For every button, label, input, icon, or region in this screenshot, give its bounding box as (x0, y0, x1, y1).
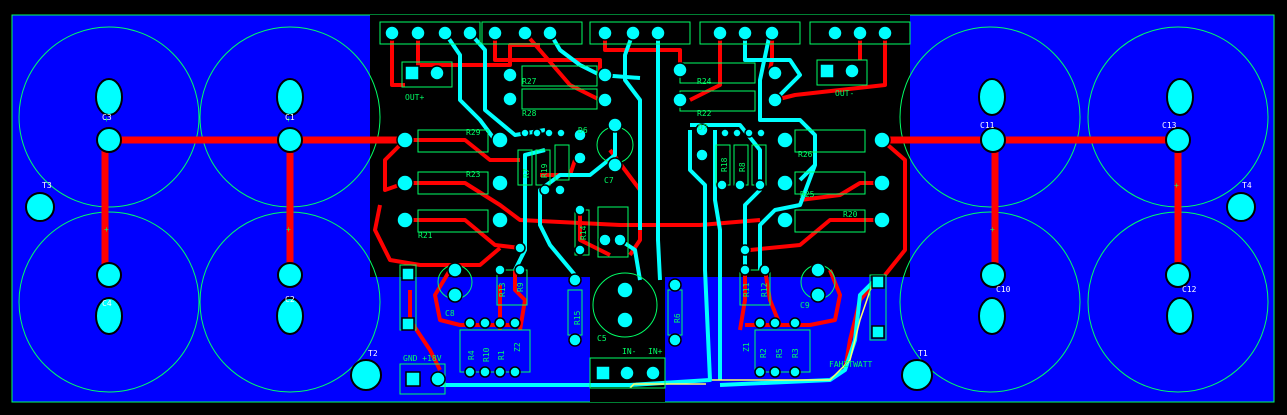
svg-text:+: + (104, 115, 109, 124)
label-out-minus: OUT- (835, 89, 854, 98)
label-gnd-18v: GND +18V (403, 354, 442, 363)
svg-text:+: + (104, 225, 109, 234)
label-r13: R13 (498, 282, 507, 297)
label-r8: R8 (738, 162, 747, 172)
label-r19: R19 (540, 163, 549, 178)
svg-text:+: + (286, 115, 291, 124)
label-r7: R7 (522, 168, 531, 178)
label-c7: C7 (604, 176, 614, 185)
label-in-minus: IN- (622, 347, 636, 356)
label-z1: Z1 (742, 342, 751, 352)
yellow-trace (629, 284, 873, 389)
label-r5: R5 (775, 348, 784, 358)
label-c3: C3 (102, 113, 112, 122)
label-r22: R22 (697, 109, 712, 118)
label-c4: C4 (102, 299, 112, 308)
label-t4: T4 (1242, 181, 1252, 190)
label-r2: R2 (759, 348, 768, 358)
label-brand: FAHZTWATT (829, 360, 873, 369)
svg-text:+: + (990, 225, 995, 234)
label-c10: C10 (996, 285, 1011, 294)
mount-hole-t1 (901, 359, 933, 391)
left-capacitor-bank: + + + + (18, 26, 405, 393)
label-t2: T2 (368, 349, 378, 358)
label-c12: C12 (1182, 285, 1197, 294)
label-c11: C11 (980, 121, 995, 130)
label-r27: R27 (522, 77, 537, 86)
label-c5: C5 (597, 334, 607, 343)
label-r24: R24 (697, 77, 712, 86)
label-r28: R28 (522, 109, 537, 118)
label-r18: R18 (720, 157, 729, 172)
right-capacitor-bank: + + (882, 26, 1269, 393)
label-r20: R20 (843, 210, 858, 219)
label-c1: C1 (285, 113, 295, 122)
label-c9: C9 (800, 301, 810, 310)
label-z2: Z2 (513, 342, 522, 352)
mount-hole-t2 (350, 359, 382, 391)
label-r25: R25 (800, 190, 815, 199)
silkscreen-outlines (379, 21, 911, 395)
label-r6: R6 (673, 313, 682, 323)
label-r3: R3 (791, 348, 800, 358)
label-d6: D6 (578, 126, 588, 135)
label-c8: C8 (445, 309, 455, 318)
label-r1: R1 (497, 350, 506, 360)
label-t1: T1 (918, 349, 928, 358)
svg-text:+: + (286, 225, 291, 234)
label-c13: C13 (1162, 121, 1177, 130)
svg-text:+: + (1174, 181, 1179, 190)
label-r26: R26 (798, 150, 813, 159)
label-out-plus: OUT+ (405, 93, 424, 102)
label-r4: R4 (467, 350, 476, 360)
label-r21: R21 (418, 231, 433, 240)
label-r9: R9 (516, 282, 525, 292)
label-d7: D7 (698, 123, 708, 132)
label-c2: C2 (285, 295, 295, 304)
label-r12: R12 (760, 282, 769, 297)
mount-hole-t4 (1226, 192, 1256, 222)
label-in-plus: IN+ (648, 347, 663, 356)
pads (384, 25, 893, 387)
mount-hole-t3 (25, 192, 55, 222)
label-r10: R10 (482, 347, 491, 362)
label-r23: R23 (466, 170, 481, 179)
label-t3: T3 (42, 181, 52, 190)
label-r29: R29 (466, 128, 481, 137)
label-r11: R11 (742, 282, 751, 297)
label-r15: R15 (573, 310, 582, 325)
label-r14: R14 (579, 225, 588, 240)
